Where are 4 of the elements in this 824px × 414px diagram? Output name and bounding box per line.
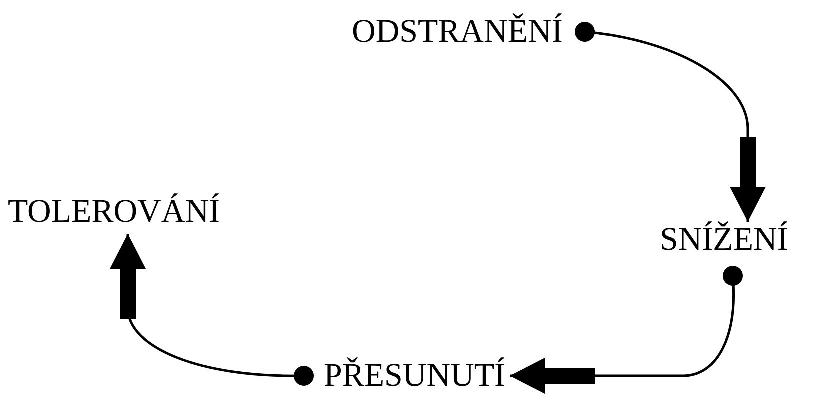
stage-label: ODSTRANĚNÍ xyxy=(352,14,563,50)
stage-label: SNÍŽENÍ xyxy=(660,222,788,258)
stage-label: PŘESUNUTÍ xyxy=(324,358,506,394)
stage-label: TOLEROVÁNÍ xyxy=(8,194,220,230)
